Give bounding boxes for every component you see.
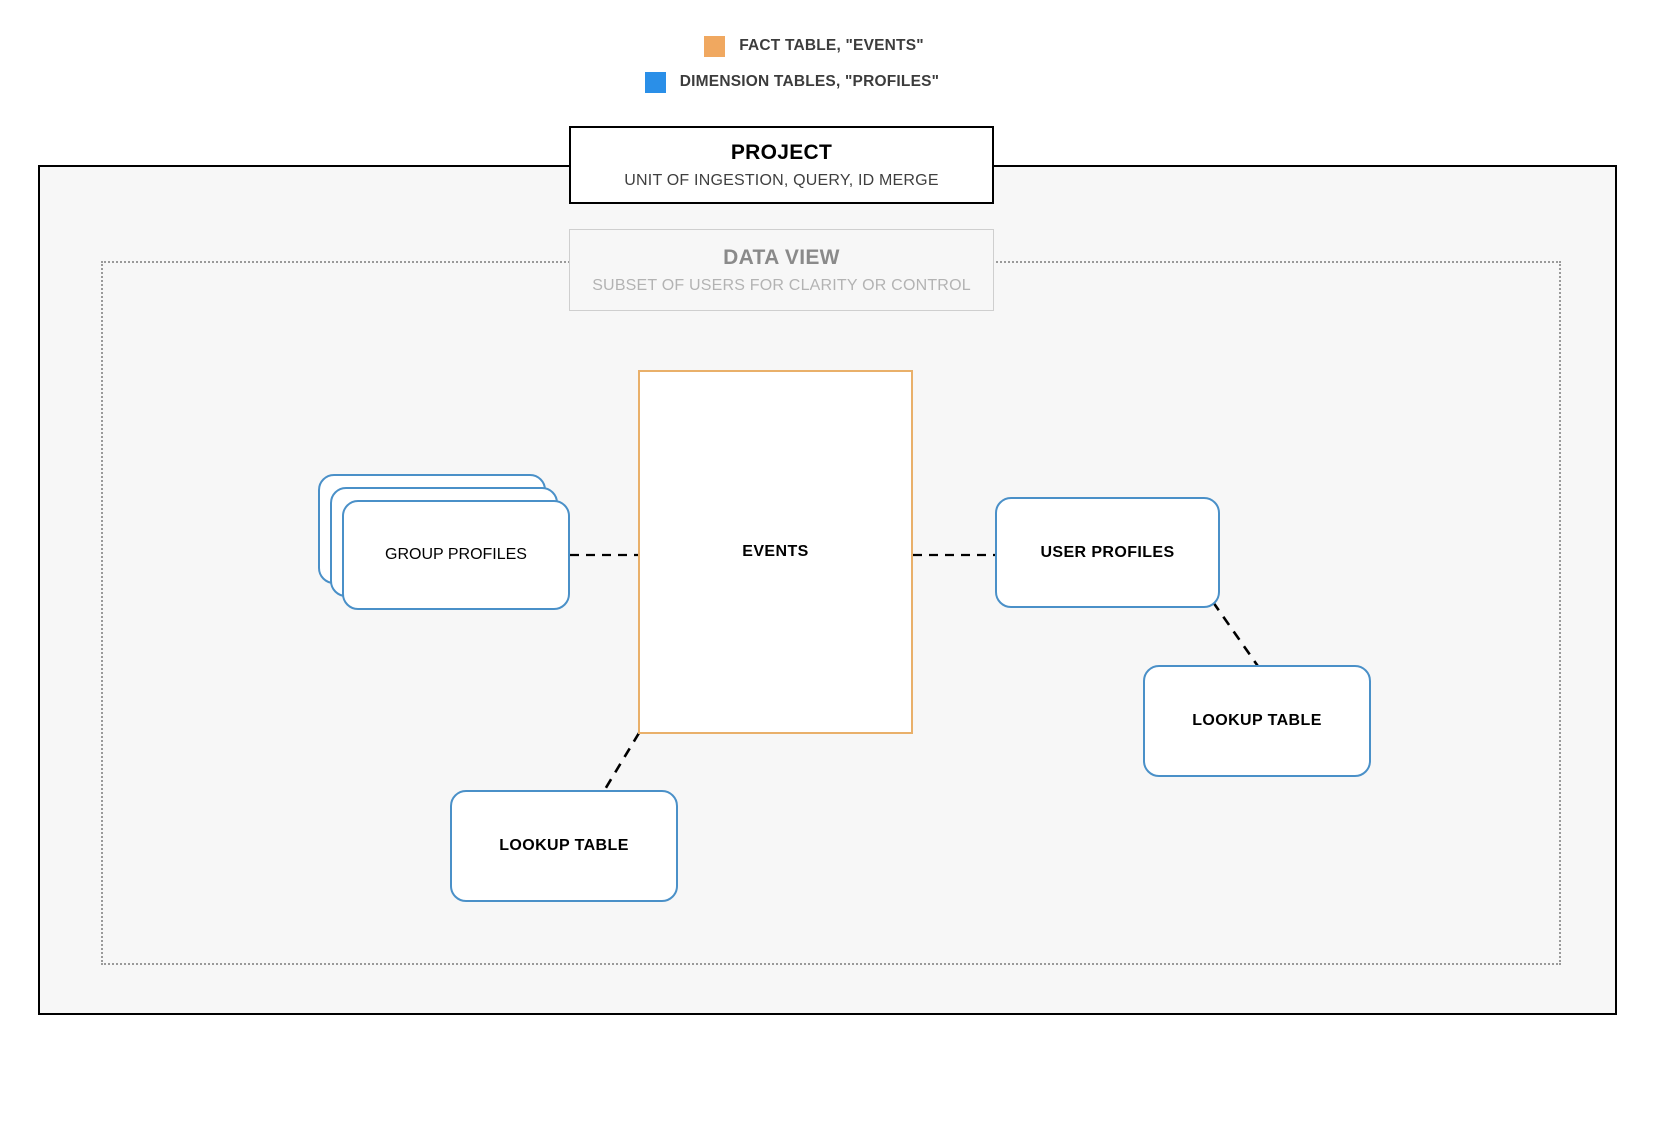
legend-swatch-dimension-icon xyxy=(644,71,666,93)
node-group-profiles[interactable]: GROUP PROFILES xyxy=(318,474,570,610)
node-user-profiles-label: USER PROFILES xyxy=(1040,543,1175,561)
legend-swatch-fact-icon xyxy=(704,35,726,57)
data-view-card: DATA VIEW SUBSET OF USERS FOR CLARITY OR… xyxy=(569,229,994,311)
project-card: PROJECT UNIT OF INGESTION, QUERY, ID MER… xyxy=(569,126,994,204)
node-group-profiles-card-front[interactable]: GROUP PROFILES xyxy=(342,500,570,610)
project-title: PROJECT xyxy=(730,140,833,164)
legend-item-dimension-tables: DIMENSION TABLES, "PROFILES" xyxy=(0,64,1664,100)
node-events[interactable]: EVENTS xyxy=(638,370,913,734)
node-lookup-table-left[interactable]: LOOKUP TABLE xyxy=(450,790,678,902)
legend: FACT TABLE, "EVENTS" DIMENSION TABLES, "… xyxy=(0,28,1664,100)
node-user-profiles[interactable]: USER PROFILES xyxy=(995,497,1220,608)
node-events-label: EVENTS xyxy=(742,543,809,560)
node-group-profiles-label: GROUP PROFILES xyxy=(385,546,527,563)
project-subtitle: UNIT OF INGESTION, QUERY, ID MERGE xyxy=(624,172,939,190)
legend-label-dimension-tables: DIMENSION TABLES, "PROFILES" xyxy=(679,73,940,90)
data-view-subtitle: SUBSET OF USERS FOR CLARITY OR CONTROL xyxy=(592,277,971,295)
legend-item-fact-table: FACT TABLE, "EVENTS" xyxy=(0,28,1664,64)
node-lookup-table-right-label: LOOKUP TABLE xyxy=(1192,712,1322,729)
node-lookup-table-right[interactable]: LOOKUP TABLE xyxy=(1143,665,1371,777)
data-view-title: DATA VIEW xyxy=(723,245,840,269)
legend-label-fact-table: FACT TABLE, "EVENTS" xyxy=(739,37,924,54)
node-lookup-table-left-label: LOOKUP TABLE xyxy=(499,837,629,854)
